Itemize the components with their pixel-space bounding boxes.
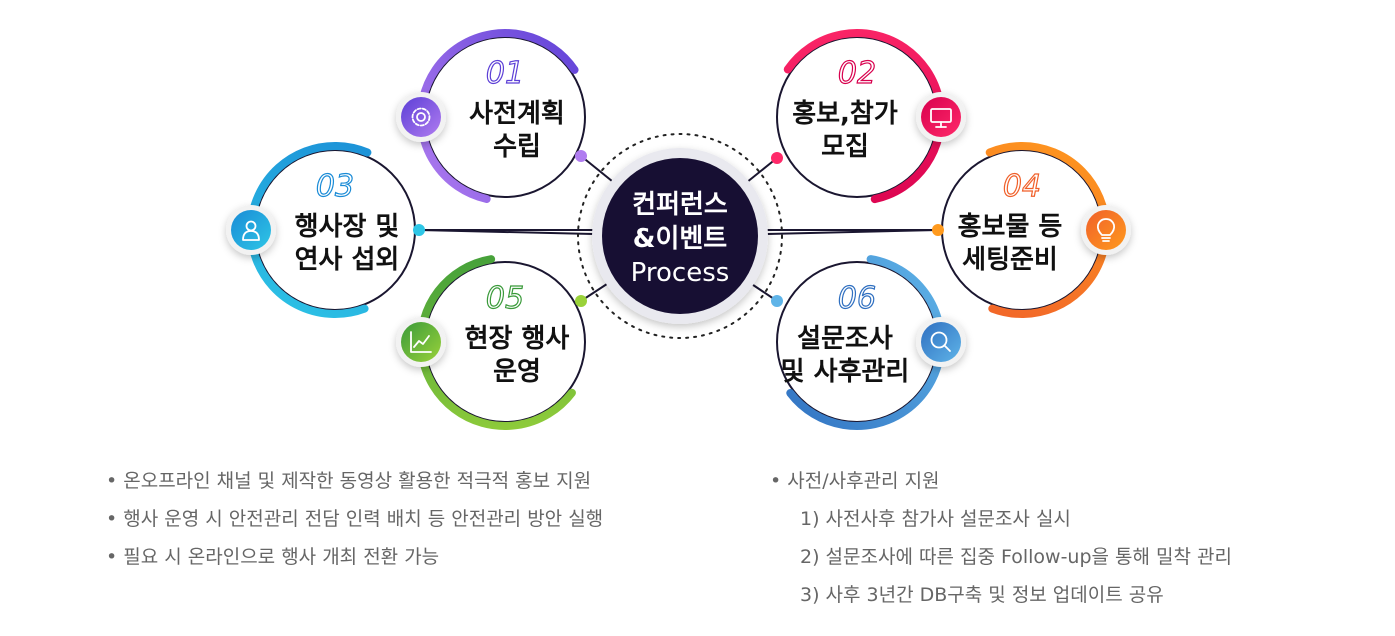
- connector-dot: [771, 295, 783, 307]
- step-node-03: 03 행사장 및연사 섭외: [226, 142, 425, 318]
- step-label-line: 현장 행사: [465, 324, 570, 354]
- step-label-line: 모집: [821, 132, 869, 162]
- bullet-title: • 사전/사후관리 지원: [770, 470, 940, 492]
- step-number: 02: [838, 56, 876, 91]
- step-label-line: 및 사후관리: [781, 357, 910, 387]
- step-label-line: 연사 섭외: [295, 245, 400, 275]
- step-label-line: 수립: [493, 132, 541, 162]
- gear-icon: [396, 92, 446, 142]
- center-title-line-2: &이벤트: [633, 224, 728, 254]
- step-number: 05: [486, 281, 524, 316]
- step-label-line: 행사장 및: [295, 212, 400, 242]
- step-label-line: 홍보물 등: [958, 212, 1063, 242]
- bullet-item: • 온오프라인 채널 및 제작한 동영상 활용한 적극적 홍보 지원: [106, 470, 592, 492]
- magnifier-icon: [916, 317, 966, 367]
- step-number: 03: [316, 169, 354, 204]
- step-label-line: 운영: [493, 357, 541, 387]
- step-label-line: 홍보,참가: [792, 99, 898, 129]
- step-number: 06: [838, 281, 876, 316]
- connector-dot: [575, 150, 587, 162]
- bullet-list-right: • 사전/사후관리 지원 1) 사전사후 참가사 설문조사 실시 2) 설문조사…: [770, 462, 1232, 614]
- center-title-line-1: 컨퍼런스: [632, 190, 728, 220]
- connector-dot: [771, 152, 783, 164]
- bullet-item: • 행사 운영 시 안전관리 전담 인력 배치 등 안전관리 방안 실행: [106, 508, 604, 530]
- bullet-subitem: 2) 설문조사에 따른 집중 Follow-up을 통해 밀착 관리: [800, 546, 1233, 568]
- center-title-line-3: Process: [631, 258, 730, 288]
- bullet-subitem: 1) 사전사후 참가사 설문조사 실시: [800, 508, 1071, 530]
- step-number: 01: [486, 56, 524, 91]
- step-label-line: 세팅준비: [962, 245, 1058, 275]
- connector-dot: [932, 224, 944, 236]
- connector-dot: [413, 224, 425, 236]
- chart-icon: [396, 317, 446, 367]
- bullet-subitem: 3) 사후 3년간 DB구축 및 정보 업데이트 공유: [800, 584, 1164, 606]
- step-number: 04: [1003, 169, 1041, 204]
- bullet-item: • 필요 시 온라인으로 행사 개최 전환 가능: [106, 546, 440, 568]
- person-icon: [226, 205, 276, 255]
- bullet-list-left: • 온오프라인 채널 및 제작한 동영상 활용한 적극적 홍보 지원 • 행사 …: [106, 462, 603, 576]
- monitor-icon: [916, 92, 966, 142]
- step-label-line: 사전계획: [469, 99, 565, 129]
- connector-dot: [575, 295, 587, 307]
- step-label-line: 설문조사: [797, 324, 893, 354]
- center-node: 컨퍼런스 &이벤트 Process: [577, 133, 783, 339]
- lightbulb-icon: [1081, 205, 1131, 255]
